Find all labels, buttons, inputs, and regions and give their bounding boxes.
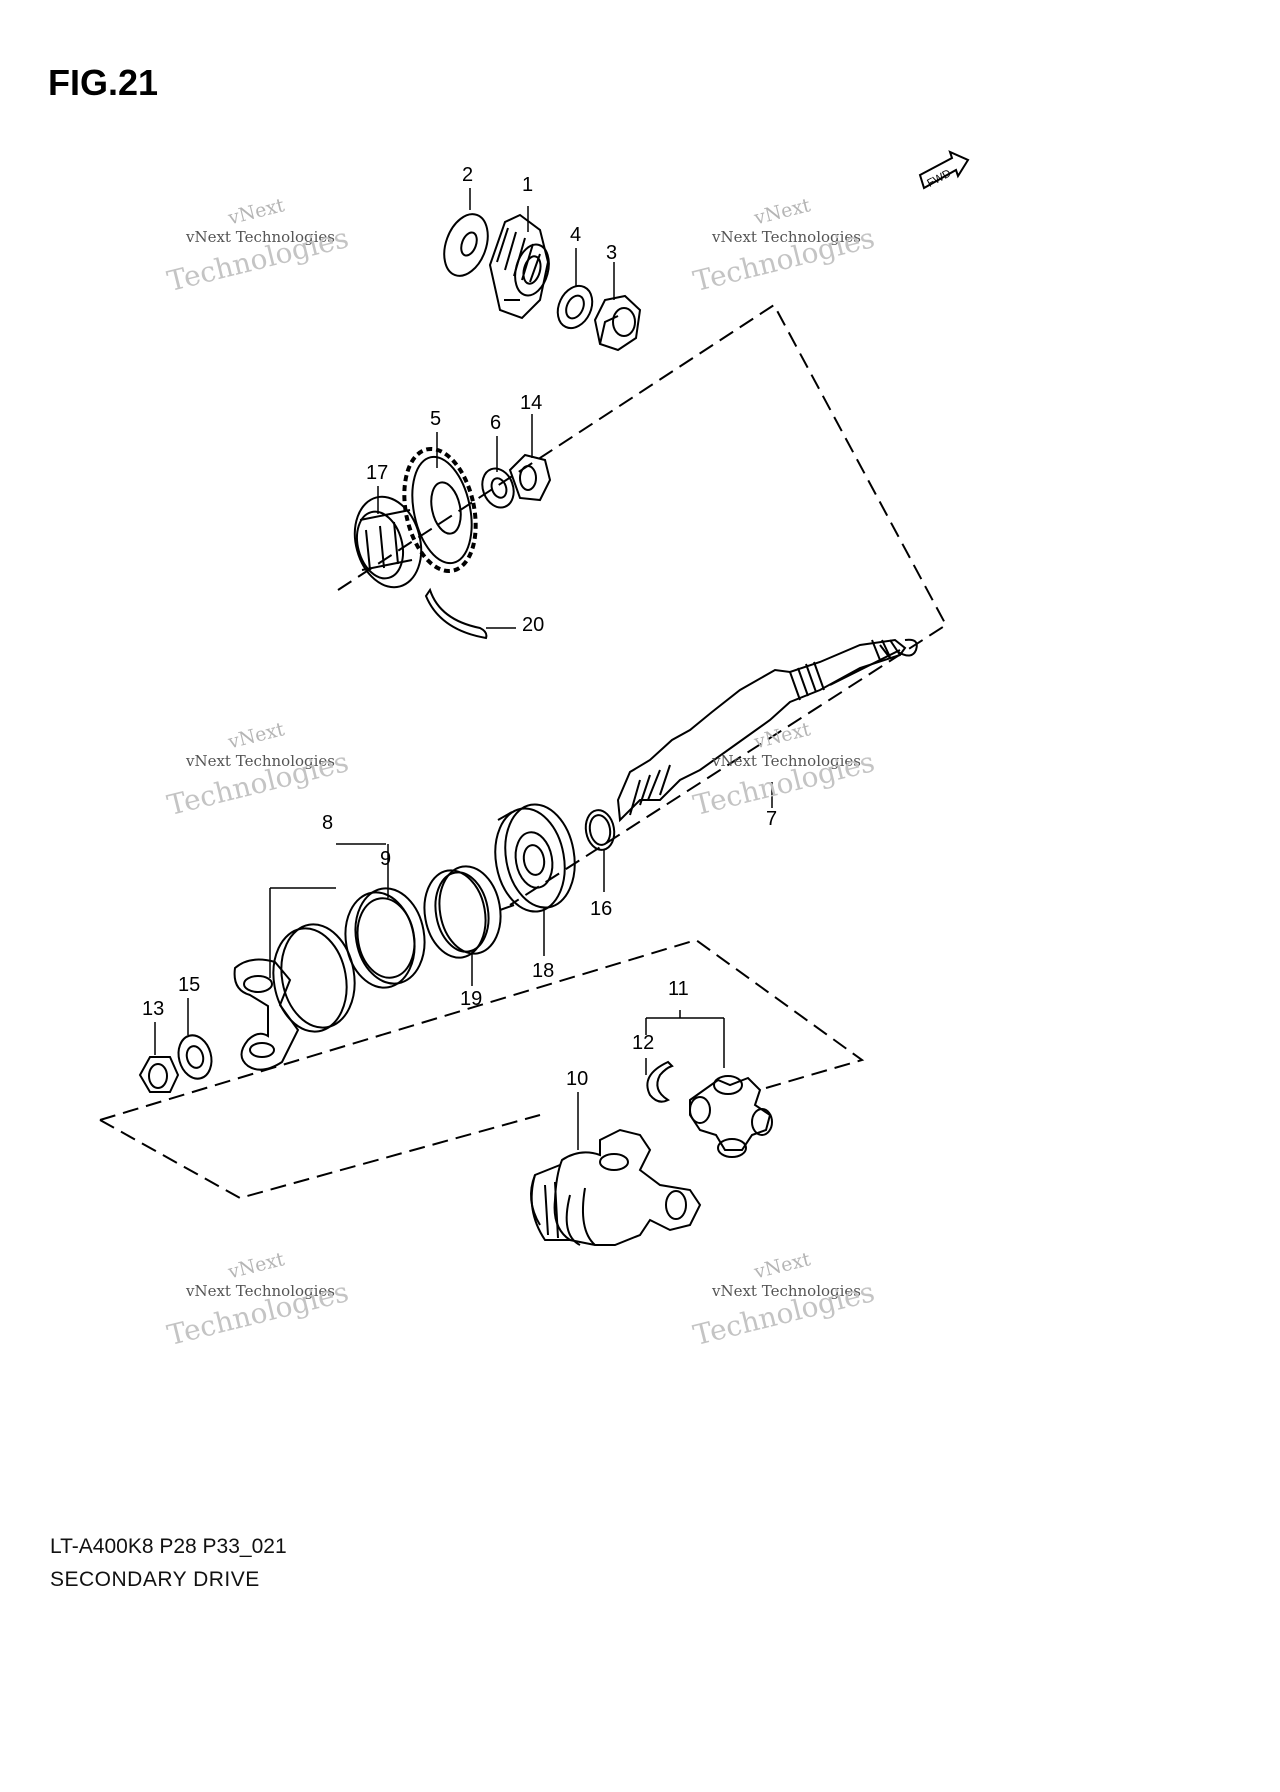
callout-16: 16 <box>590 898 613 920</box>
part-17-bearing[interactable] <box>345 489 431 594</box>
part-15-washer[interactable] <box>174 1032 216 1083</box>
callout-12: 12 <box>632 1032 655 1054</box>
callout-1: 1 <box>522 174 534 196</box>
callout-4: 4 <box>570 224 582 246</box>
part-9-seal[interactable] <box>338 883 432 993</box>
diagram-title: SECONDARY DRIVE <box>50 1568 260 1591</box>
callout-5: 5 <box>430 408 442 430</box>
callout-6: 6 <box>490 412 502 434</box>
part-3-nut[interactable] <box>593 294 642 352</box>
callout-10: 10 <box>566 1068 589 1090</box>
callout-15: 15 <box>178 974 201 996</box>
part-13-nut[interactable] <box>138 1056 180 1093</box>
part-20-clip[interactable] <box>424 587 488 640</box>
part-2-washer[interactable] <box>436 208 495 282</box>
group-outline-upper <box>337 303 948 906</box>
part-8-yoke[interactable] <box>233 919 363 1071</box>
group-outline-lower-b <box>99 1114 541 1200</box>
callout-7: 7 <box>766 808 778 830</box>
group-outline-lower <box>99 938 865 1121</box>
part-7-drive-shaft[interactable] <box>616 638 918 823</box>
part-14-nut[interactable] <box>508 453 552 502</box>
leader-lines <box>154 188 773 1150</box>
callout-3: 3 <box>606 242 618 264</box>
part-1-bevel-gear[interactable] <box>488 213 554 320</box>
callout-9: 9 <box>380 848 392 870</box>
callout-8: 8 <box>322 812 334 834</box>
callout-17: 17 <box>366 462 389 484</box>
callout-19: 19 <box>460 988 483 1010</box>
callout-11: 11 <box>668 978 689 1000</box>
part-6-washer[interactable] <box>477 464 519 512</box>
part-10-yoke[interactable] <box>530 1128 702 1246</box>
part-18-bearing[interactable] <box>487 799 582 917</box>
part-4-washer[interactable] <box>551 280 599 333</box>
figure-title: FIG.21 <box>48 62 159 103</box>
callout-13: 13 <box>142 998 165 1020</box>
part-16-o-ring[interactable] <box>583 808 618 852</box>
fwd-arrow-icon: FWD <box>918 150 970 190</box>
callout-2: 2 <box>462 164 474 186</box>
callout-18: 18 <box>532 960 555 982</box>
part-11-universal-joint[interactable] <box>689 1075 773 1158</box>
part-19-seal[interactable] <box>418 861 507 962</box>
model-code: LT-A400K8 P28 P33_021 <box>50 1535 287 1558</box>
callout-20: 20 <box>522 614 545 636</box>
part-12-circlip[interactable] <box>646 1060 674 1103</box>
callout-14: 14 <box>520 392 543 414</box>
